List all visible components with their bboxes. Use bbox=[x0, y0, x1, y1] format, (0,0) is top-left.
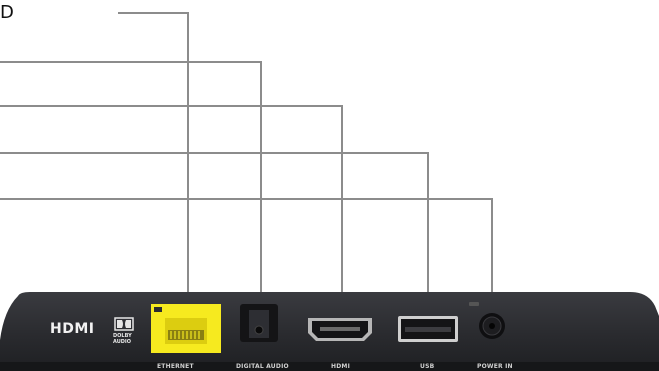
digital-audio-port bbox=[240, 304, 278, 342]
leader-lines bbox=[0, 13, 492, 330]
port-label-power-in: POWER IN bbox=[477, 363, 513, 370]
power-led bbox=[469, 302, 479, 306]
hdmi-port bbox=[308, 318, 372, 341]
leader-line-ethernet bbox=[118, 13, 188, 330]
dolby-line2: AUDIO bbox=[113, 339, 131, 345]
port-label-hdmi: HDMI bbox=[331, 363, 350, 370]
power-in-port bbox=[479, 313, 505, 339]
port-label-ethernet: ETHERNET bbox=[157, 363, 194, 370]
leader-line-digital-audio bbox=[0, 62, 261, 330]
ethernet-port bbox=[151, 304, 221, 353]
port-label-usb: USB bbox=[420, 363, 435, 370]
hdmi-logo: HDMI bbox=[50, 321, 94, 337]
port-label-digital-audio: DIGITAL AUDIO bbox=[236, 363, 289, 370]
streaming-box: HDMI DOLBY AUDIO bbox=[0, 292, 659, 371]
usb-port bbox=[398, 316, 458, 342]
